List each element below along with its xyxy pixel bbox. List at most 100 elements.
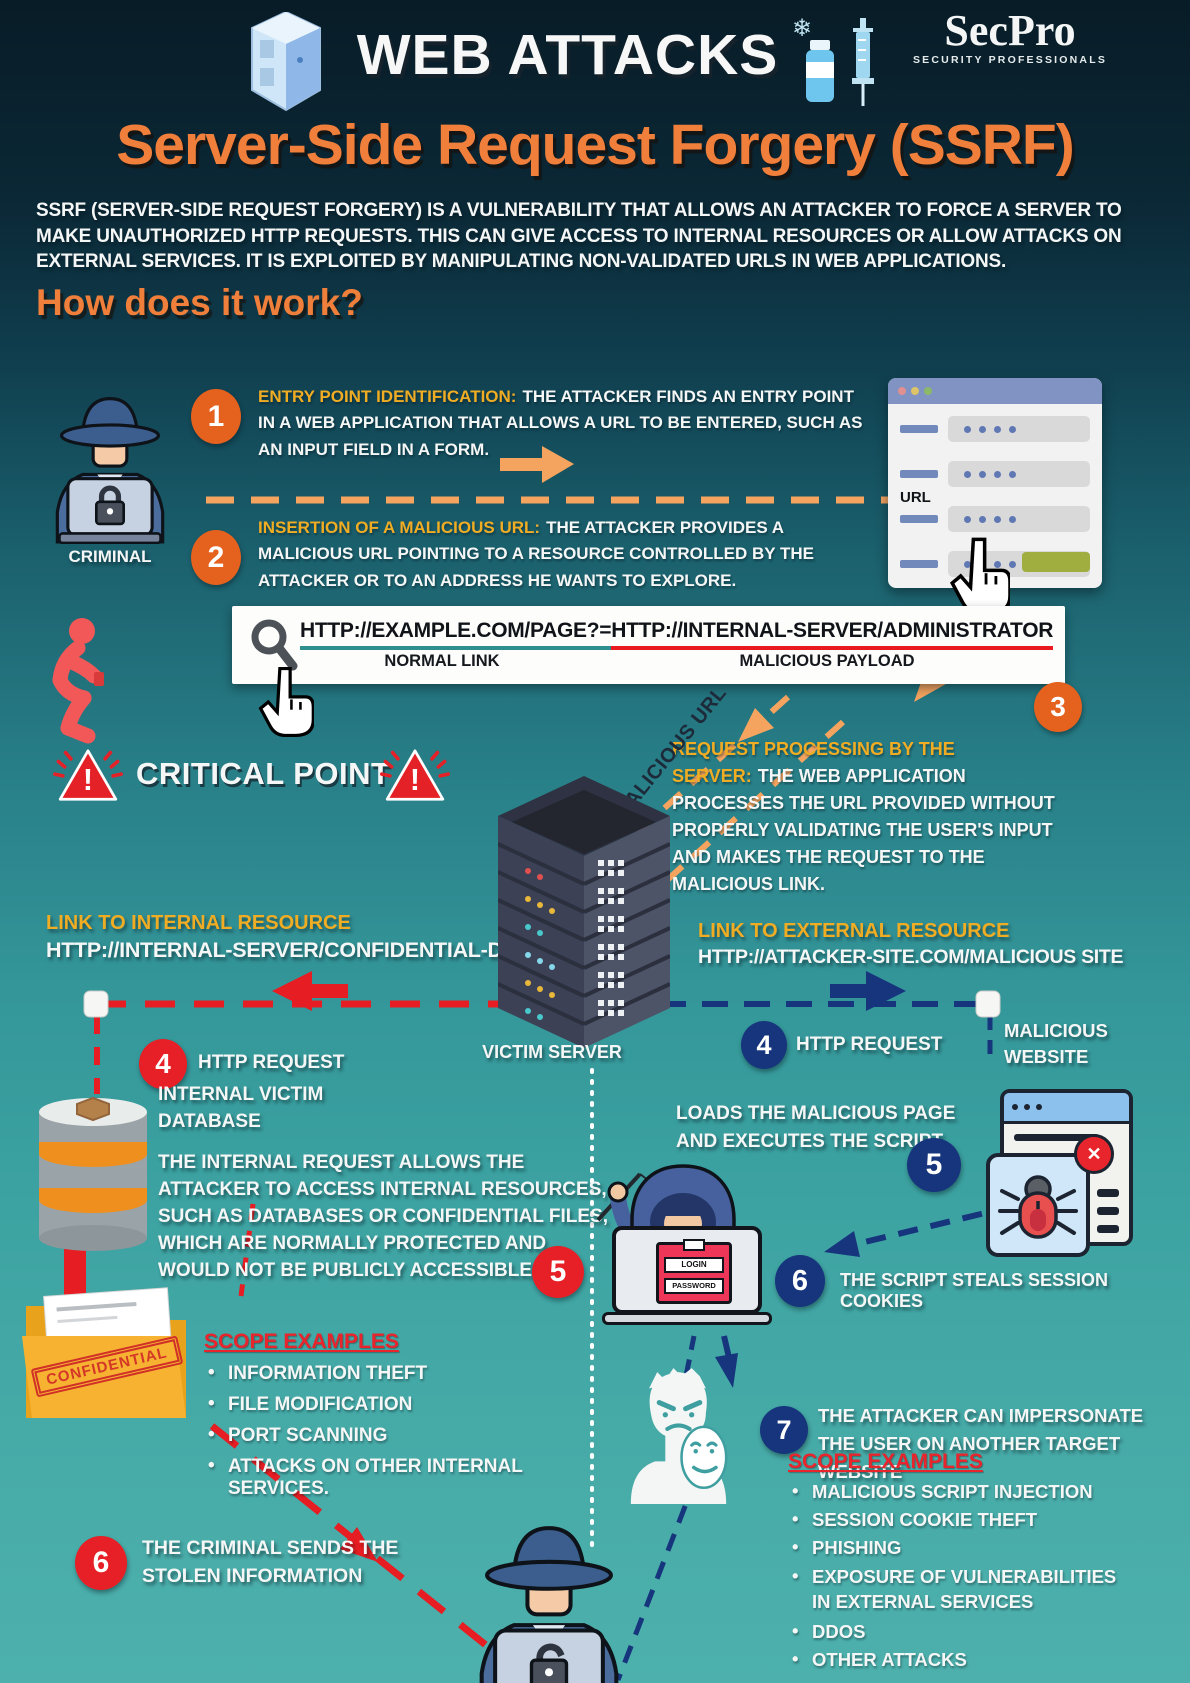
step-5-left-number: 5 [549,1255,567,1288]
steals-cookies-label: THE SCRIPT STEALS SESSION COOKIES [840,1270,1109,1311]
scope-left-item: PORT SCANNING [204,1424,589,1447]
http-request-right-label: HTTP REQUEST [796,1034,943,1055]
bug-icon [998,1175,1078,1239]
scope-left-item: ATTACKS ON OTHER INTERNAL SERVICES. [204,1455,589,1500]
field-label-bar [900,425,938,433]
form-row [900,416,1090,442]
victim-server-label: VICTIM SERVER [482,1042,622,1062]
loads-page-text: LOADS THE MALICIOUS PAGE AND EXECUTES TH… [676,1103,956,1152]
external-link-label: LINK TO EXTERNAL RESOURCE [698,920,1010,942]
step-5-right-number: 5 [925,1148,943,1181]
step-1-body: THE ATTACKER FINDS AN ENTRY POINT IN A W… [258,387,863,459]
page-banner: WEB ATTACKS [356,23,779,87]
section-heading: How does it work? [36,282,363,323]
brand-name: SecPro [944,6,1076,55]
step-4-left-badge: 4 [139,1039,187,1089]
url-field-label: URL [900,489,931,506]
step-3-text: REQUEST PROCESSING BY THE SERVER:THE WEB… [672,736,1070,898]
victim-server-icon [498,776,670,1048]
login-field: LOGIN [664,1257,724,1273]
step-2-text: INSERTION OF A MALICIOUS URL:THE ATTACKE… [258,515,823,594]
submit-button [1022,552,1090,572]
step-4-right-badge: 4 [741,1021,787,1069]
scope-right-item: MALICIOUS SCRIPT INJECTION [788,1480,1138,1503]
scope-right-item: PHISHING [788,1536,1138,1559]
field-label-bar [900,470,938,478]
form-field [948,461,1090,487]
scope-left-item: INFORMATION THEFT [204,1362,589,1385]
url-form-field [948,506,1090,532]
step-3-badge: 3 [1034,682,1082,732]
scope-right-title: SCOPE EXAMPLES [788,1450,983,1473]
url-normal-part: HTTP://EXAMPLE.COM/PAGE?= [300,619,612,650]
hand-cursor-icon [949,537,1010,615]
step-6-right-number: 6 [791,1264,809,1297]
scope-examples-right: SCOPE EXAMPLES MALICIOUS SCRIPT INJECTIO… [788,1450,1138,1671]
database-label: INTERNAL VICTIM DATABASE [158,1084,324,1132]
intro-paragraph: SSRF (SERVER-SIDE REQUEST FORGERY) IS A … [36,200,1122,273]
internal-link-label: LINK TO INTERNAL RESOURCE [46,912,351,934]
internal-note: THE INTERNAL REQUEST ALLOWS THE ATTACKER… [158,1152,609,1281]
form-row: URL [900,489,1090,532]
vaccine-bottle-icon [806,40,834,102]
step-3-body: THE WEB APPLICATION PROCESSES THE URL PR… [672,766,1055,894]
criminal-label: CRIMINAL [68,547,152,566]
server-rack-icon [251,12,321,112]
step-6-left-badge: 6 [75,1536,127,1590]
brand-logo: SecPro SECURITY PROFESSIONALS [905,6,1115,67]
step-7-badge: 7 [760,1406,808,1454]
window-dot-yellow [911,387,919,395]
normal-link-caption: NORMAL LINK [384,652,500,670]
scope-right-item: DDOS [788,1620,1138,1643]
window-titlebar [888,378,1102,404]
step-2-number: 2 [207,540,225,574]
login-card: LOGIN PASSWORD [656,1239,732,1304]
step-2-badge: 2 [191,530,241,585]
scope-left-item: FILE MODIFICATION [204,1393,589,1416]
url-search-bar: HTTP://EXAMPLE.COM/PAGE?=HTTP://INTERNAL… [232,606,1065,684]
step-6-right-badge: 6 [775,1255,825,1307]
step-4-left-number: 4 [155,1048,171,1079]
syringe-icon [852,18,874,106]
impersonation-mask-icon [630,1368,728,1504]
laptop-base [602,1312,772,1325]
scope-right-item: EXPOSURE OF VULNERABILITIES IN EXTERNAL … [788,1564,1138,1615]
database-icon [39,1096,147,1251]
svg-text:!: ! [410,763,420,797]
critical-point-label: CRITICAL POINT [136,756,391,791]
hand-cursor-icon [258,666,314,738]
malicious-payload-caption: MALICIOUS PAYLOAD [739,652,915,670]
svg-text:!: ! [83,763,93,797]
criminal-icon [479,1526,619,1683]
scope-right-item: SESSION COOKIE THEFT [788,1508,1138,1531]
step-2-body: THE ATTACKER PROVIDES A MALICIOUS URL PO… [258,518,814,590]
scope-right-item: OTHER ATTACKS [788,1648,1138,1671]
step-1-title: ENTRY POINT IDENTIFICATION: [258,387,517,406]
step-3-title: REQUEST PROCESSING BY THE SERVER: [672,739,955,786]
url-malicious-part: HTTP://INTERNAL-SERVER/ADMINISTRATOR [611,619,1053,650]
sends-stolen-info-label: THE CRIMINAL SENDS THE STOLEN INFORMATIO… [142,1537,399,1588]
snowflake-icon [792,14,812,43]
window-dot-red [898,387,906,395]
window-dot-green [924,387,932,395]
brand-tagline: SECURITY PROFESSIONALS [912,54,1108,67]
step-3-number: 3 [1050,691,1066,722]
magnifier-icon [251,619,298,671]
phishing-laptop: LOGIN PASSWORD [612,1226,762,1314]
step-6-left-number: 6 [92,1546,110,1579]
attacker-silhouette-icon [52,618,104,744]
confidential-folder-icon [22,1287,186,1418]
form-field [948,416,1090,442]
criminal-icon [55,397,165,544]
internal-link-url: HTTP://INTERNAL-SERVER/CONFIDENTIAL-DATA [46,938,543,962]
external-link-url: HTTP://ATTACKER-SITE.COM/MALICIOUS SITE [698,946,1124,968]
malicious-website-label: MALICIOUS WEBSITE [1004,1020,1108,1067]
scope-examples-left: SCOPE EXAMPLES INFORMATION THEFT FILE MO… [204,1330,589,1500]
step-7-number: 7 [776,1414,792,1445]
impersonate-label: THE ATTACKER CAN IMPERSONATE THE USER ON… [818,1405,1144,1482]
page-title: Server-Side Request Forgery (SSRF) [116,113,1074,177]
step-5-left-badge: 5 [532,1246,584,1298]
http-request-left-label: HTTP REQUEST [198,1052,345,1073]
